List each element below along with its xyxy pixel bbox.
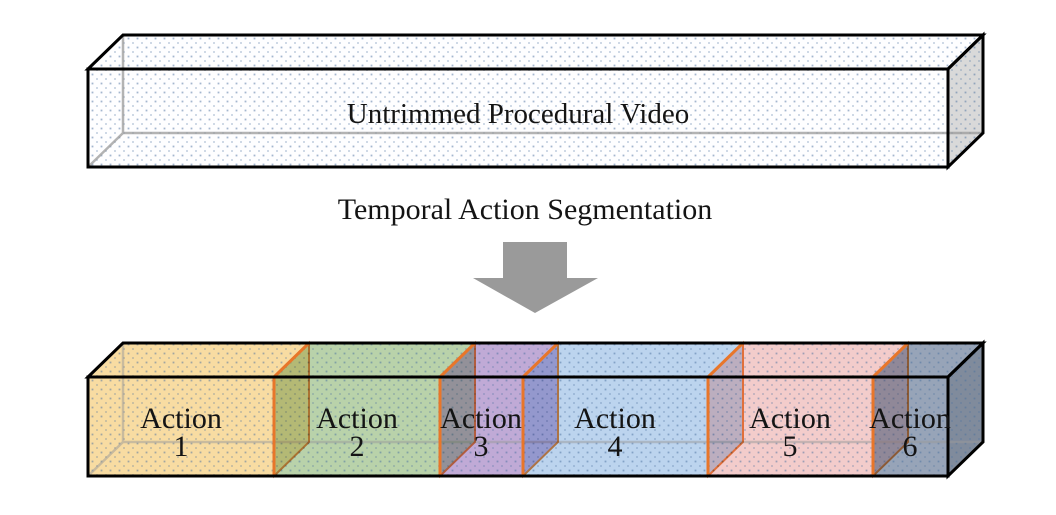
video-box-front-texture — [88, 69, 948, 167]
action-3-label: Action — [440, 402, 522, 435]
untrimmed-video-box: Untrimmed Procedural Video — [84, 31, 987, 171]
hidden-edge — [87, 441, 124, 477]
process-label: Temporal Action Segmentation — [338, 193, 713, 226]
action-1-number: 1 — [174, 430, 189, 463]
segmented-video-box: Action 1 Action 2 Action 3 Action 4 Acti… — [84, 339, 987, 480]
action-6-number: 6 — [903, 430, 918, 463]
boundary-line — [438, 341, 477, 379]
segments-top-texture — [88, 343, 983, 377]
segment-labels: Action 1 Action 2 Action 3 Action 4 Acti… — [140, 402, 951, 463]
video-box-outline — [84, 31, 987, 171]
box-edge — [86, 375, 950, 478]
hidden-edge — [87, 132, 124, 168]
video-box-hidden-edges — [87, 35, 983, 168]
down-arrow-icon — [473, 242, 598, 313]
action-2-number: 2 — [350, 430, 365, 463]
segment-boundary-edges — [272, 341, 910, 476]
action-5-label: Action — [749, 402, 831, 435]
action-4-number: 4 — [608, 430, 623, 463]
box-edge — [86, 67, 950, 169]
action-6-label: Action — [869, 402, 951, 435]
action-5-number: 5 — [783, 430, 798, 463]
video-box-top-texture — [88, 35, 983, 69]
action-1-label: Action — [140, 402, 222, 435]
action-4-label: Action — [574, 402, 656, 435]
boundary-line — [871, 341, 910, 379]
segments-outline — [84, 339, 987, 480]
boundary-line — [521, 341, 560, 379]
action-2-label: Action — [316, 402, 398, 435]
video-box-label: Untrimmed Procedural Video — [347, 98, 689, 130]
boundary-line — [272, 341, 311, 379]
action-3-number: 3 — [474, 430, 489, 463]
boundary-line — [706, 341, 745, 379]
segments-front-texture — [88, 377, 948, 476]
